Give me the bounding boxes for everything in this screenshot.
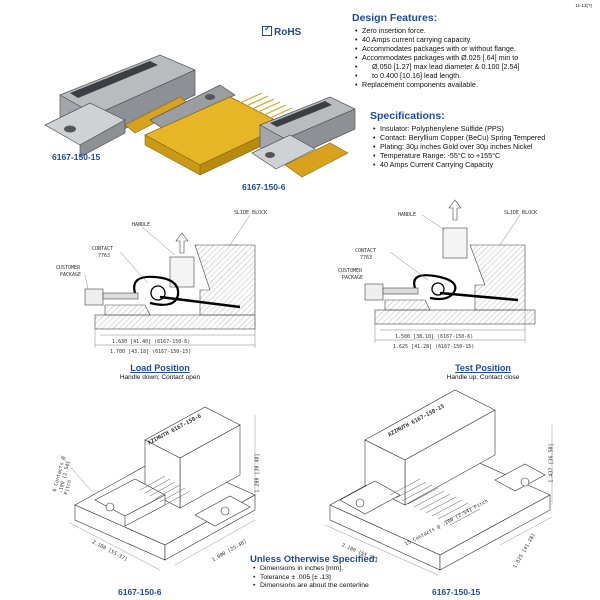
list-item: 40 Amps current carrying capacity. [355, 35, 592, 44]
test-package-label: PACKAGE [342, 275, 364, 281]
load-handle-label: HANDLE [132, 222, 151, 228]
list-item: Tolerance ± .005 [± .13] [253, 574, 430, 583]
iso-drawing-right [324, 389, 553, 576]
specifications-list: Insulator: Polyphenylene Sulfide (PPS) C… [370, 124, 595, 169]
list-item: 40 Amps Current Carrying Capacity [373, 160, 595, 169]
iso-right-label: 6167-150-15 [432, 587, 481, 597]
test-contact-number: 7763 [360, 255, 373, 261]
test-position-drawing [364, 199, 536, 343]
design-features-title: Design Features: [352, 12, 438, 24]
iso-right-dim-height: 1.437 [36.50] [548, 443, 555, 483]
socket-right-photo [251, 96, 356, 178]
test-handle-label: HANDLE [398, 212, 417, 218]
load-position-subcaption: Handle down; Contact open [119, 374, 201, 381]
rohs-label: RoHS [274, 27, 302, 38]
load-dimension-1: 1.630 [41.40] (6167-150-6) [112, 339, 191, 345]
test-dimension-1: 1.500 [38.10] (6167-150-6) [395, 334, 474, 340]
test-dimension-2: 1.625 [41.28] (6167-150-15) [393, 344, 475, 350]
list-item: Accommodates packages with or without fl… [355, 44, 592, 53]
load-customer-label: CUSTOMER [56, 265, 81, 271]
test-contact-label: CONTACT [355, 248, 377, 254]
specifications: Specifications: Insulator: Polyphenylene… [370, 110, 595, 169]
list-item: Dimensions are about the centerline [253, 582, 430, 591]
photo-label-right: 6167-150-6 [242, 182, 286, 192]
list-item: Zero insertion force. [355, 26, 592, 35]
test-position-caption: Test Position [455, 363, 511, 373]
list-item: Dimensions in inches [mm]. [253, 565, 430, 574]
test-customer-label: CUSTOMER [338, 268, 363, 274]
list-item: Accommodates packages with Ø.025 [.64] m… [355, 53, 592, 62]
list-item-continued: Ø.050 [1.27] max lead diameter & 0.100 [… [355, 62, 592, 71]
design-features-list: Zero insertion force. 40 Amps current ca… [352, 26, 592, 89]
load-dimension-2: 1.700 [43.18] (6167-150-15) [110, 349, 192, 355]
load-slide-block-label: SLIDE BLOCK [234, 210, 268, 216]
list-item: Plating: 30µ inches Gold over 30µ inches… [373, 142, 595, 151]
list-item: Temperature Range: -55°C to +155°C [373, 151, 595, 160]
load-contact-number: 7763 [98, 253, 111, 259]
iso-left-label: 6167-150-6 [118, 587, 162, 597]
rohs-mark: ✓ RoHS [262, 24, 302, 38]
load-position-caption: Load Position [130, 363, 190, 373]
photo-label-left: 6167-150-15 [52, 152, 101, 162]
list-item: Insulator: Polyphenylene Sulfide (PPS) [373, 124, 595, 133]
iso-left-dim-height: 1.200 [30.48] [254, 453, 261, 493]
test-position-subcaption: Handle up; Contact close [446, 374, 520, 381]
list-item-continued: to 0.400 [10.16] lead length. [355, 71, 592, 80]
list-item: Contact: Beryllium Copper (BeCu) Spring … [373, 133, 595, 142]
load-package-label: PACKAGE [60, 272, 82, 278]
general-notes: Unless Otherwise Specified: Dimensions i… [250, 554, 430, 591]
design-features: Design Features: Zero insertion force. 4… [352, 12, 592, 89]
test-slide-block-label: SLIDE BLOCK [504, 210, 538, 216]
socket-left-photo [44, 54, 236, 158]
iso-drawing-left [59, 406, 256, 571]
specifications-title: Specifications: [370, 110, 445, 122]
load-position-drawing [84, 214, 256, 348]
checkbox-icon: ✓ [262, 24, 272, 36]
list-item: Replacement components available. [355, 80, 592, 89]
doc-number: 11-13(?) [575, 3, 592, 8]
product-photo [44, 54, 356, 178]
load-contact-label: CONTACT [92, 246, 114, 252]
notes-list: Dimensions in inches [mm]. Tolerance ± .… [250, 565, 430, 591]
notes-title: Unless Otherwise Specified: [250, 554, 378, 565]
